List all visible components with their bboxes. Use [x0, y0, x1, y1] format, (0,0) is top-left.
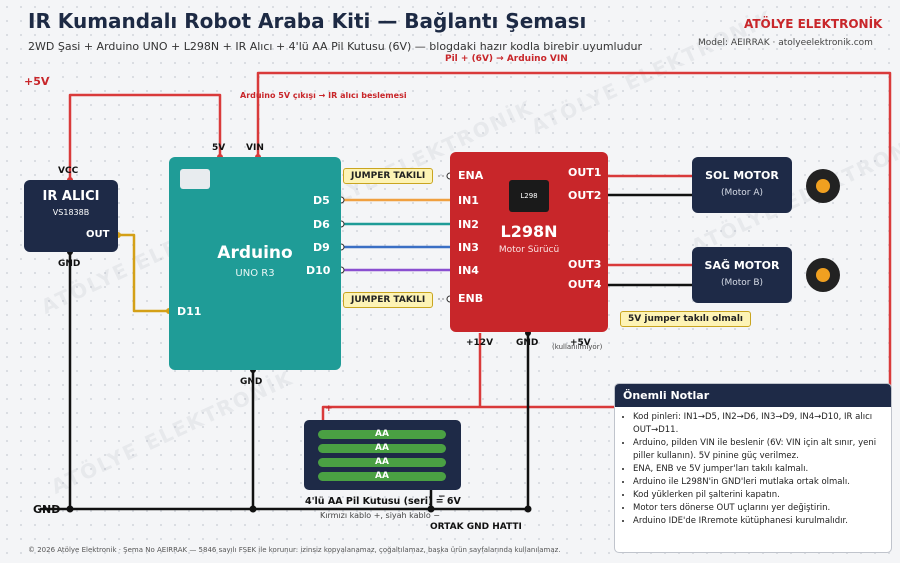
motor-left-title: SOL MOTOR [705, 169, 779, 182]
driver-pin-ena: ENA [458, 169, 484, 182]
wire-battery-vin [256, 71, 892, 420]
list-item: Kod yüklerken pil şalterini kapatın. [633, 489, 883, 502]
page-subtitle: 2WD Şasi + Arduino UNO + L298N + IR Alıc… [28, 40, 643, 53]
l298n-driver: ENA IN1 IN2 IN3 IN4 ENB OUT1 OUT2 OUT3 O… [450, 152, 608, 332]
battery-subtitle: Kırmızı kablo +, siyah kablo − [320, 511, 440, 520]
battery-pack: AA AA AA AA [304, 420, 461, 490]
rail-battery-vin-label: Pil + (6V) → Arduino VIN [445, 54, 568, 64]
list-item: Arduino IDE'de IRremote kütüphanesi kuru… [633, 515, 883, 528]
driver-pin-out1: OUT1 [568, 166, 602, 179]
battery-cell: AA [318, 444, 446, 453]
driver-pin-out2: OUT2 [568, 189, 602, 202]
rail-arduino-5v-note: Arduino 5V çıkışı → IR alıcı beslemesi [240, 91, 407, 100]
motor-right: SAĞ MOTOR (Motor B) [692, 247, 792, 303]
driver-pin-in4: IN4 [458, 264, 479, 277]
ir-receiver: IR ALICI VS1838B OUT [24, 180, 118, 252]
list-item: Kod pinleri: IN1→D5, IN2→D6, IN3→D9, IN4… [633, 411, 883, 437]
motor-left-subtitle: (Motor A) [720, 188, 764, 198]
arduino-title: Arduino [217, 243, 293, 263]
model-info: Model: AEIRRAK · atolyeelektronik.com [698, 38, 873, 48]
battery-plus-label: + [325, 404, 333, 414]
arduino-board: Arduino UNO R3 D5 D6 D9 D10 D11 [169, 157, 341, 370]
arduino-pin-d5: D5 [313, 194, 330, 207]
arduino-pin-d9: D9 [313, 241, 330, 254]
battery-cell: AA [318, 472, 446, 481]
footer-copyright: © 2026 Atölye Elektronik · Şema No AEIRR… [28, 546, 561, 554]
driver-pin-enb: ENB [458, 292, 484, 305]
battery-cell: AA [318, 430, 446, 439]
driver-title: L298N [500, 222, 558, 241]
battery-minus-label: − [438, 492, 446, 502]
battery-title: 4'lü AA Pil Kutusu (seri) = 6V [305, 496, 461, 507]
arduino-5v-label: 5V [212, 143, 226, 153]
motor-left: SOL MOTOR (Motor A) [692, 157, 792, 213]
driver-pin-out3: OUT3 [568, 258, 602, 271]
ir-part: VS1838B [52, 208, 90, 217]
rail-common-gnd-label: ORTAK GND HATTI [430, 522, 522, 532]
driver-pin-in1: IN1 [458, 194, 479, 207]
usb-port-icon [180, 169, 210, 189]
arduino-vin-label: VIN [246, 143, 264, 153]
jumper-5v-badge: 5V jumper takılı olmalı [620, 311, 751, 327]
motor-right-subtitle: (Motor B) [720, 278, 764, 288]
brand-logo: ATÖLYE ELEKTRONİK [744, 17, 883, 31]
driver-5v-note: (kullanılmıyor) [552, 343, 603, 351]
arduino-subtitle: UNO R3 [235, 268, 275, 279]
ir-gnd-label: GND [58, 259, 81, 269]
motor-right-title: SAĞ MOTOR [704, 259, 780, 272]
list-item: Arduino ile L298N'in GND'leri mutlaka or… [633, 476, 883, 489]
driver-pin-in2: IN2 [458, 218, 479, 231]
jumper-ena-badge: JUMPER TAKILI [343, 168, 434, 184]
notes-panel: Önemli Notlar Kod pinleri: IN1→D5, IN2→D… [614, 383, 892, 553]
jumper-enb-badge: JUMPER TAKILI [343, 292, 434, 308]
driver-pin-in3: IN3 [458, 241, 479, 254]
list-item: Motor ters dönerse OUT uçlarını yer deği… [633, 502, 883, 515]
notes-title: Önemli Notlar [615, 384, 891, 407]
driver-subtitle: Motor Sürücü [498, 245, 560, 255]
driver-gnd-label: GND [516, 338, 539, 348]
driver-pin-out4: OUT4 [568, 278, 602, 291]
wheel-left-icon [806, 169, 840, 203]
battery-cell: AA [318, 458, 446, 467]
arduino-pin-d11: D11 [177, 305, 202, 318]
arduino-gnd-label: GND [240, 377, 263, 387]
rail-gnd-label: GND [33, 503, 61, 516]
arduino-pin-d10: D10 [306, 264, 331, 277]
rail-5v-label: +5V [24, 75, 50, 88]
driver-12v-label: +12V [466, 338, 494, 348]
list-item: ENA, ENB ve 5V jumper'ları takılı kalmal… [633, 463, 883, 476]
ir-out-label: OUT [86, 229, 110, 240]
list-item: Arduino, pilden VIN ile beslenir (6V: VI… [633, 437, 883, 463]
arduino-pin-d6: D6 [313, 218, 330, 231]
wire-ir-out-d11 [118, 233, 169, 313]
page-title: IR Kumandalı Robot Araba Kiti — Bağlantı… [28, 9, 587, 33]
wheel-right-icon [806, 258, 840, 292]
driver-chip-icon: L298 [509, 180, 549, 212]
driver-5v-label: +5V [570, 338, 591, 348]
notes-list: Kod pinleri: IN1→D5, IN2→D6, IN3→D9, IN4… [615, 411, 891, 528]
ir-title: IR ALICI [42, 189, 100, 204]
ir-vcc-label: VCC [58, 166, 79, 176]
wire-5v-ir-vcc [68, 93, 222, 180]
